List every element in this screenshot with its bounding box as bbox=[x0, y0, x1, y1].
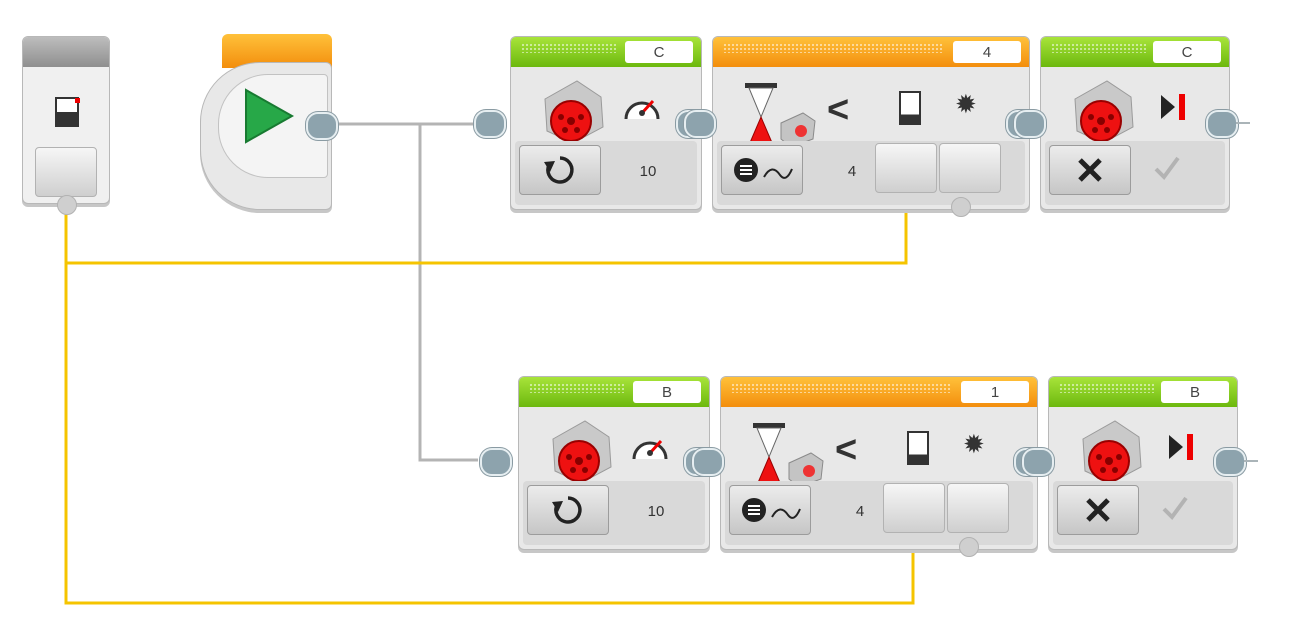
data-wire-b bbox=[64, 263, 915, 605]
motor-b-header: B bbox=[519, 377, 709, 407]
wait-block-b[interactable]: 1 < ✹ 4 bbox=[720, 376, 1038, 557]
motor-c-speed-value[interactable]: 10 bbox=[639, 163, 657, 180]
wait-c-compare-symbol[interactable]: < bbox=[827, 89, 850, 131]
stop-block-c[interactable]: C bbox=[1040, 36, 1230, 210]
large-motor-icon bbox=[544, 80, 604, 144]
stop-b-output-plug bbox=[1214, 448, 1246, 476]
speed-gauge-icon bbox=[624, 99, 660, 120]
motor-c-header: C bbox=[511, 37, 701, 67]
stop-b-mode-button[interactable] bbox=[1057, 485, 1139, 535]
wait-b-header: 1 bbox=[721, 377, 1037, 407]
stop-c-input-plug bbox=[1014, 110, 1046, 138]
wait-b-light-icon: ✹ bbox=[963, 429, 985, 459]
rotate-icon bbox=[552, 496, 582, 524]
variable-logic-icon bbox=[55, 97, 80, 127]
large-motor-icon bbox=[1082, 420, 1142, 484]
motor-b-input-plug bbox=[480, 448, 512, 476]
stop-b-input-plug bbox=[1022, 448, 1054, 476]
wait-c-mode-button[interactable] bbox=[721, 145, 803, 195]
stop-c-port-selector[interactable]: C bbox=[1153, 41, 1221, 63]
wait-c-output-knob bbox=[951, 197, 971, 217]
motor-c-input-plug bbox=[474, 110, 506, 138]
sensor-compare-icon bbox=[742, 498, 801, 522]
wait-c-compare-result-tab[interactable] bbox=[875, 143, 937, 193]
stop-b-brake-toggle[interactable] bbox=[1161, 495, 1189, 526]
color-sensor-icon bbox=[780, 112, 816, 148]
wait-c-compare-icon bbox=[899, 91, 921, 125]
stop-c-brake-toggle[interactable] bbox=[1153, 155, 1181, 186]
close-icon bbox=[1086, 498, 1110, 522]
play-icon bbox=[245, 88, 295, 144]
variable-block[interactable] bbox=[22, 36, 110, 215]
large-motor-icon bbox=[1074, 80, 1134, 144]
variable-value-tab[interactable] bbox=[35, 147, 97, 197]
wait-b-input-plug bbox=[692, 448, 724, 476]
stop-b-port-selector[interactable]: B bbox=[1161, 381, 1229, 403]
wait-b-compare-symbol[interactable]: < bbox=[835, 429, 858, 471]
wait-b-compare-icon bbox=[907, 431, 929, 465]
stop-c-tail bbox=[1236, 122, 1250, 124]
wait-b-measured-value-tab[interactable] bbox=[947, 483, 1009, 533]
wait-b-output-knob bbox=[959, 537, 979, 557]
stop-motor-icon bbox=[1169, 434, 1193, 460]
wait-c-threshold-value[interactable]: 4 bbox=[847, 163, 857, 180]
motor-block-b[interactable]: B 10 bbox=[518, 376, 710, 550]
wait-c-port-selector[interactable]: 4 bbox=[953, 41, 1021, 63]
rotate-icon bbox=[544, 156, 574, 184]
wait-c-header: 4 bbox=[713, 37, 1029, 67]
stop-motor-icon bbox=[1161, 94, 1185, 120]
variable-output-knob bbox=[57, 195, 77, 215]
stop-b-tail bbox=[1244, 460, 1258, 462]
motor-b-mode-button[interactable] bbox=[527, 485, 609, 535]
wait-c-measured-value-tab[interactable] bbox=[939, 143, 1001, 193]
wait-c-input-plug bbox=[684, 110, 716, 138]
wait-b-port-selector[interactable]: 1 bbox=[961, 381, 1029, 403]
stop-c-output-plug bbox=[1206, 110, 1238, 138]
close-icon bbox=[1078, 158, 1102, 182]
wait-c-light-icon: ✹ bbox=[955, 89, 977, 119]
wait-b-compare-result-tab[interactable] bbox=[883, 483, 945, 533]
sensor-compare-icon bbox=[734, 158, 793, 182]
motor-b-port-selector[interactable]: B bbox=[633, 381, 701, 403]
variable-header bbox=[23, 37, 109, 67]
wait-b-mode-button[interactable] bbox=[729, 485, 811, 535]
start-output-plug bbox=[306, 112, 338, 140]
stop-b-header: B bbox=[1049, 377, 1237, 407]
motor-c-port-selector[interactable]: C bbox=[625, 41, 693, 63]
checkmark-icon bbox=[1154, 156, 1180, 181]
wait-b-threshold-value[interactable]: 4 bbox=[855, 503, 865, 520]
stop-c-mode-button[interactable] bbox=[1049, 145, 1131, 195]
motor-block-c[interactable]: C 10 bbox=[510, 36, 702, 210]
motor-b-speed-value[interactable]: 10 bbox=[647, 503, 665, 520]
large-motor-icon bbox=[552, 420, 612, 484]
stop-c-header: C bbox=[1041, 37, 1229, 67]
data-wire-c bbox=[64, 206, 908, 265]
motor-c-mode-button[interactable] bbox=[519, 145, 601, 195]
sequence-wire-branch bbox=[418, 124, 478, 462]
color-sensor-icon bbox=[788, 452, 824, 488]
stop-block-b[interactable]: B bbox=[1048, 376, 1238, 550]
wait-block-c[interactable]: 4 < ✹ 4 bbox=[712, 36, 1030, 217]
checkmark-icon bbox=[1162, 496, 1188, 521]
speed-gauge-icon bbox=[632, 439, 668, 460]
